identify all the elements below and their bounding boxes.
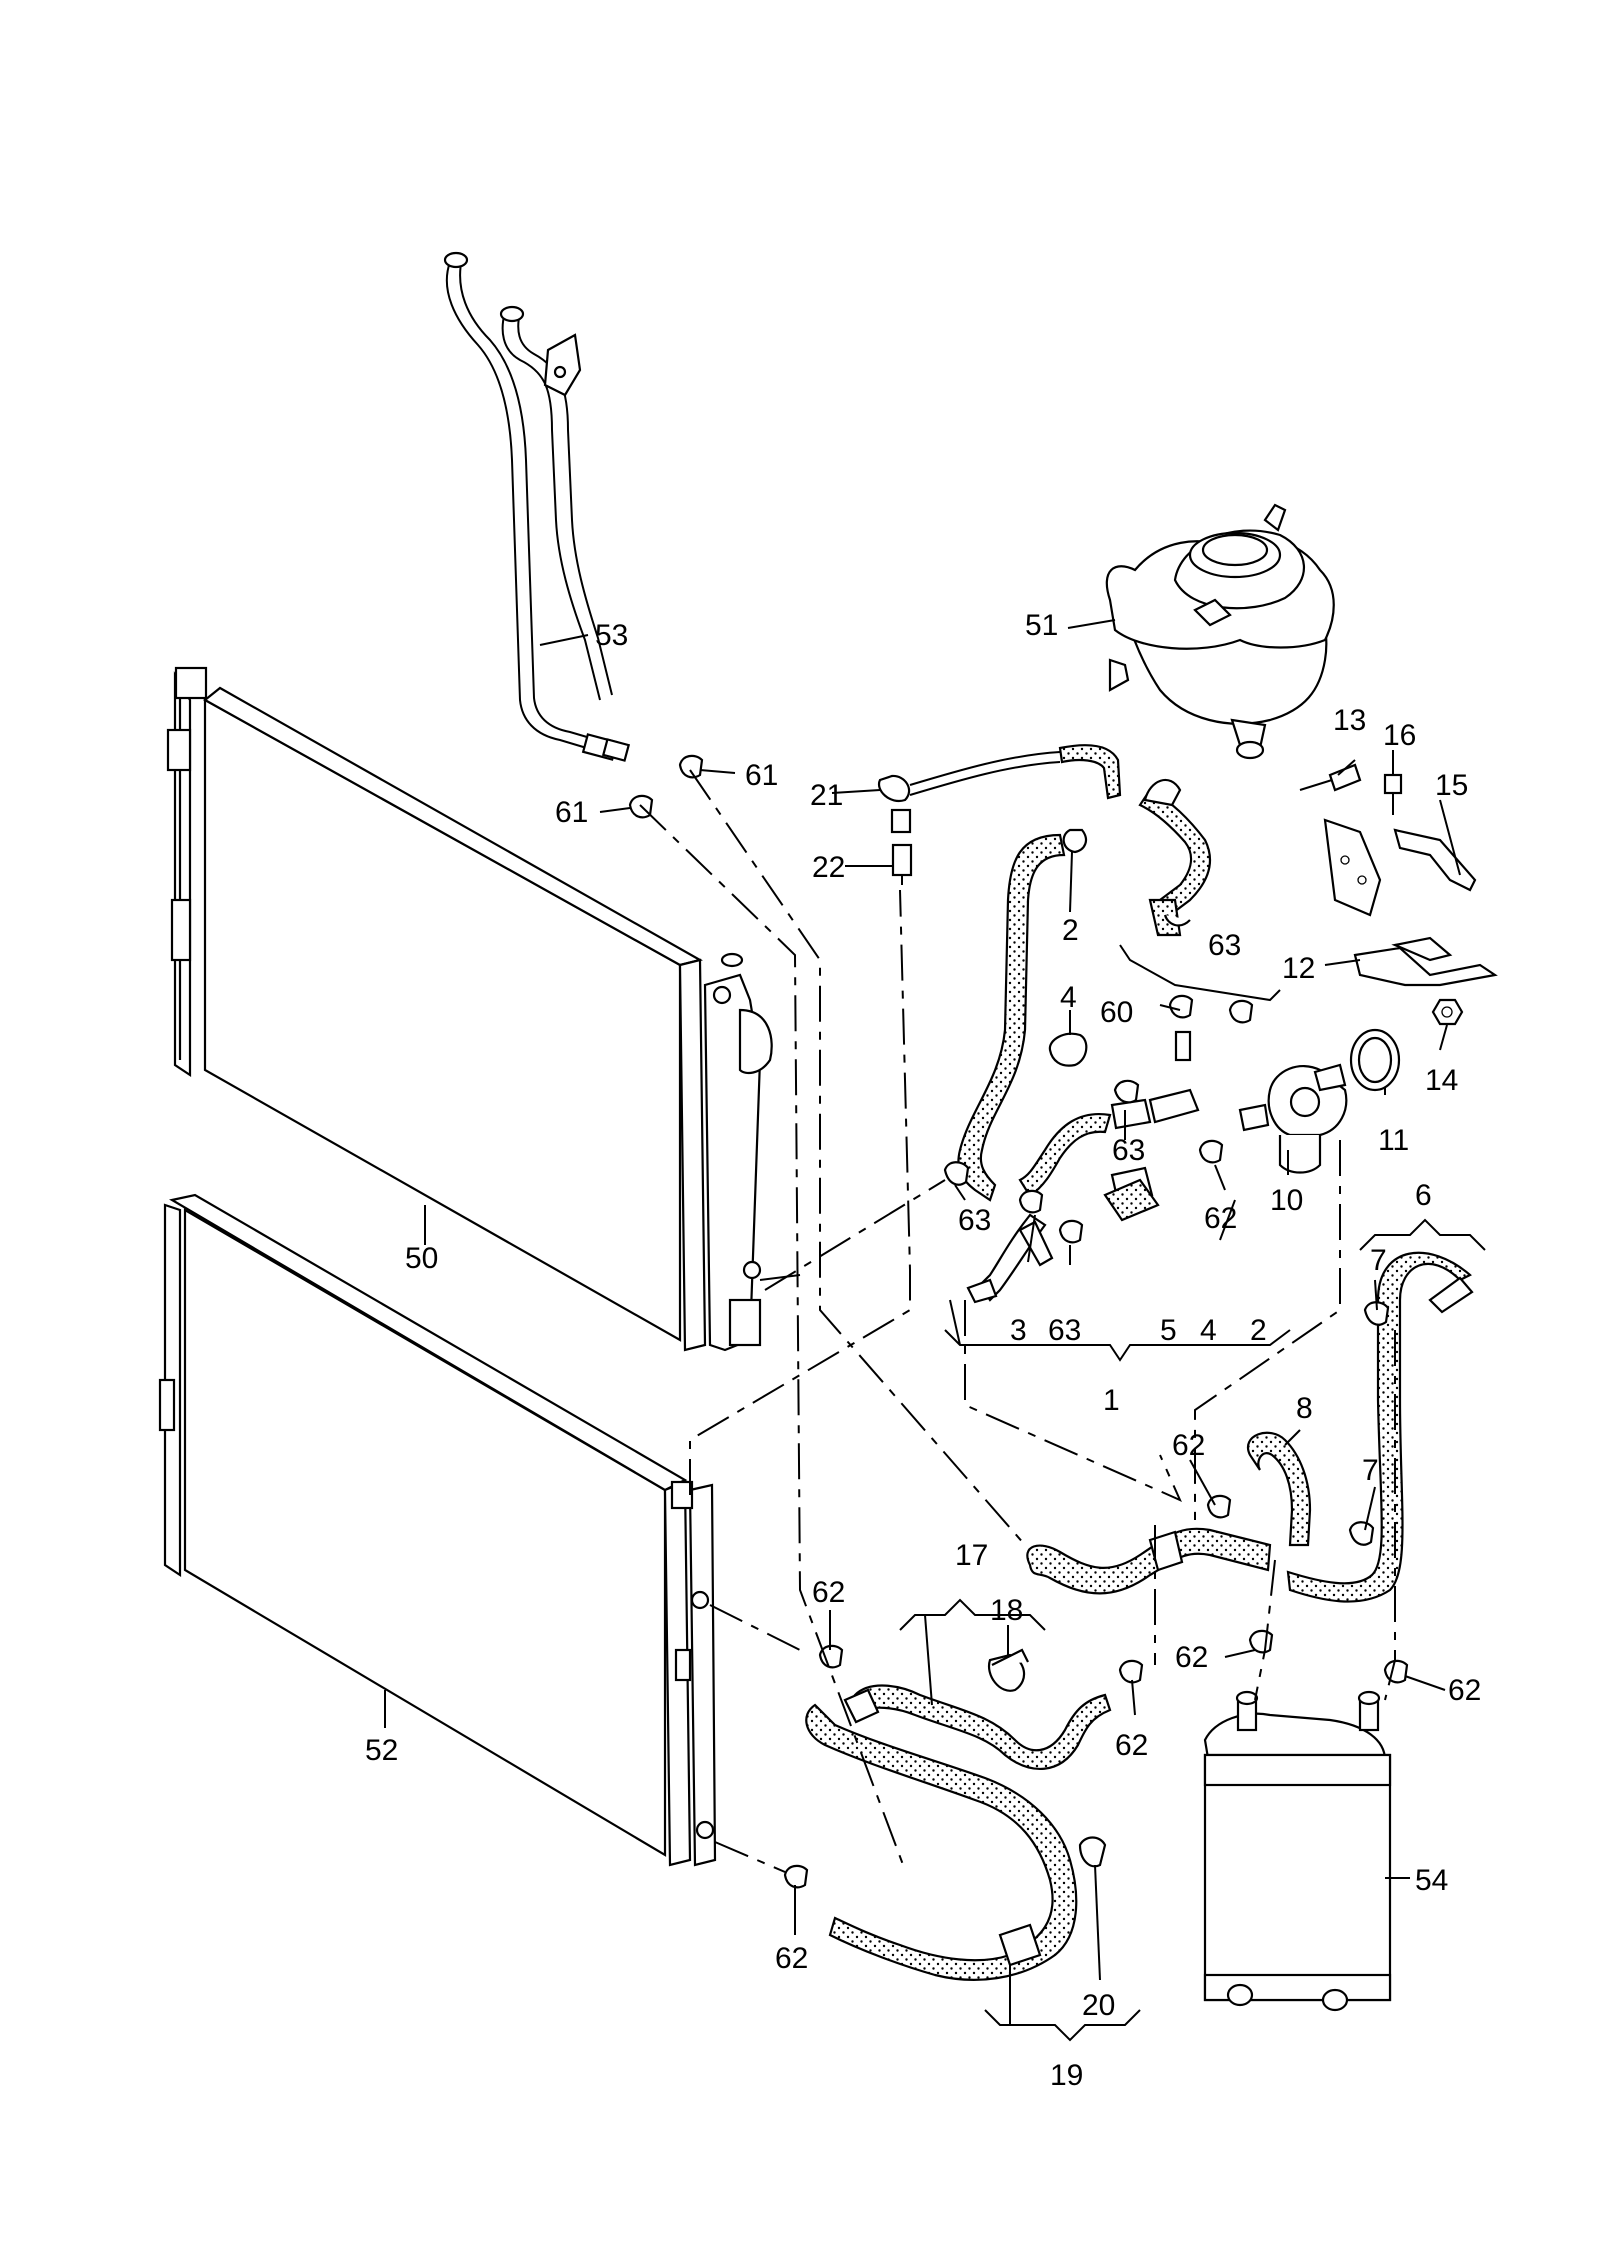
- label-62-mid: 62: [1172, 1429, 1205, 1462]
- clip-62-upper: [1198, 1139, 1224, 1164]
- label-53: 53: [595, 619, 628, 652]
- label-7-upper: 7: [1370, 1244, 1387, 1277]
- label-60: 60: [1100, 996, 1133, 1029]
- label-62-hose17: 62: [1115, 1729, 1148, 1762]
- label-52: 52: [365, 1734, 398, 1767]
- hose-long: [1026, 1527, 1272, 1595]
- bolt-16: [1383, 773, 1403, 815]
- pump-10: [1238, 1063, 1348, 1174]
- label-18: 18: [990, 1594, 1023, 1627]
- label-3: 3: [1010, 1314, 1027, 1347]
- hose-5: [1103, 1178, 1160, 1222]
- label-13: 13: [1333, 704, 1366, 737]
- hose-21-22-line: [877, 744, 1122, 885]
- seal-11: [1349, 1028, 1401, 1092]
- hose-6: [1286, 1251, 1474, 1603]
- clips-63: [943, 994, 1254, 1244]
- label-10: 10: [1270, 1184, 1303, 1217]
- clips-62-lower: [783, 1494, 1409, 1889]
- label-12: 12: [1282, 952, 1315, 985]
- label-50: 50: [405, 1242, 438, 1275]
- clip-2: [1062, 828, 1088, 854]
- radiator-50: [166, 666, 801, 1352]
- label-6: 6: [1415, 1179, 1432, 1212]
- label-19: 19: [1050, 2059, 1083, 2092]
- label-5: 5: [1160, 1314, 1177, 1347]
- label-7-lower: 7: [1362, 1454, 1379, 1487]
- hose-8: [1246, 1431, 1312, 1547]
- bolt-13: [1299, 763, 1362, 792]
- label-62-cooler-left: 62: [1175, 1641, 1208, 1674]
- label-15: 15: [1435, 769, 1468, 802]
- expansion-tank-51: [1105, 503, 1335, 760]
- label-1: 1: [1103, 1384, 1120, 1417]
- label-11: 11: [1378, 1124, 1409, 1157]
- connection-lines: [639, 769, 1396, 1873]
- label-2-upper: 2: [1062, 914, 1079, 947]
- leader-lines: [384, 619, 1486, 2042]
- label-62-upper: 62: [1204, 1202, 1237, 1235]
- label-62-left: 62: [812, 1576, 845, 1609]
- hose-1-lower: [966, 1030, 1200, 1304]
- hose-19: [805, 1703, 1107, 1981]
- pipe-53: [443, 251, 631, 762]
- label-54: 54: [1415, 1864, 1448, 1897]
- radiator-52: [158, 1193, 717, 1867]
- clips-61: [628, 754, 704, 819]
- label-17: 17: [955, 1539, 988, 1572]
- label-63-mid: 63: [1112, 1134, 1145, 1167]
- label-8: 8: [1296, 1392, 1313, 1425]
- label-22: 22: [812, 851, 845, 884]
- bracket-15: [1323, 818, 1477, 917]
- hose-17: [843, 1648, 1112, 1770]
- label-51: 51: [1025, 609, 1058, 642]
- clips-7: [1348, 1301, 1390, 1546]
- hose-1-upper: [957, 778, 1212, 1202]
- nut-14: [1431, 998, 1464, 1026]
- label-62-bottom: 62: [775, 1942, 808, 1975]
- cooler-54: [1203, 1690, 1392, 2012]
- label-61-right: 61: [745, 759, 778, 792]
- label-63-upper: 63: [1208, 929, 1241, 962]
- part-labels: 53 51 61 61 21 22 13 16 15 2 63 12 4 60 …: [365, 609, 1481, 2092]
- bracket-12: [1353, 936, 1498, 987]
- label-2-lower: 2: [1250, 1314, 1267, 1347]
- label-20: 20: [1082, 1989, 1115, 2022]
- label-4-upper: 4: [1060, 981, 1077, 1014]
- clip-4: [1048, 1032, 1088, 1067]
- label-21: 21: [810, 779, 843, 812]
- label-4-lower: 4: [1200, 1314, 1217, 1347]
- label-61-left: 61: [555, 796, 588, 829]
- label-16: 16: [1383, 719, 1416, 752]
- label-14: 14: [1425, 1064, 1458, 1097]
- label-62-cooler-right: 62: [1448, 1674, 1481, 1707]
- label-63-left: 63: [958, 1204, 991, 1237]
- label-63-lower: 63: [1048, 1314, 1081, 1347]
